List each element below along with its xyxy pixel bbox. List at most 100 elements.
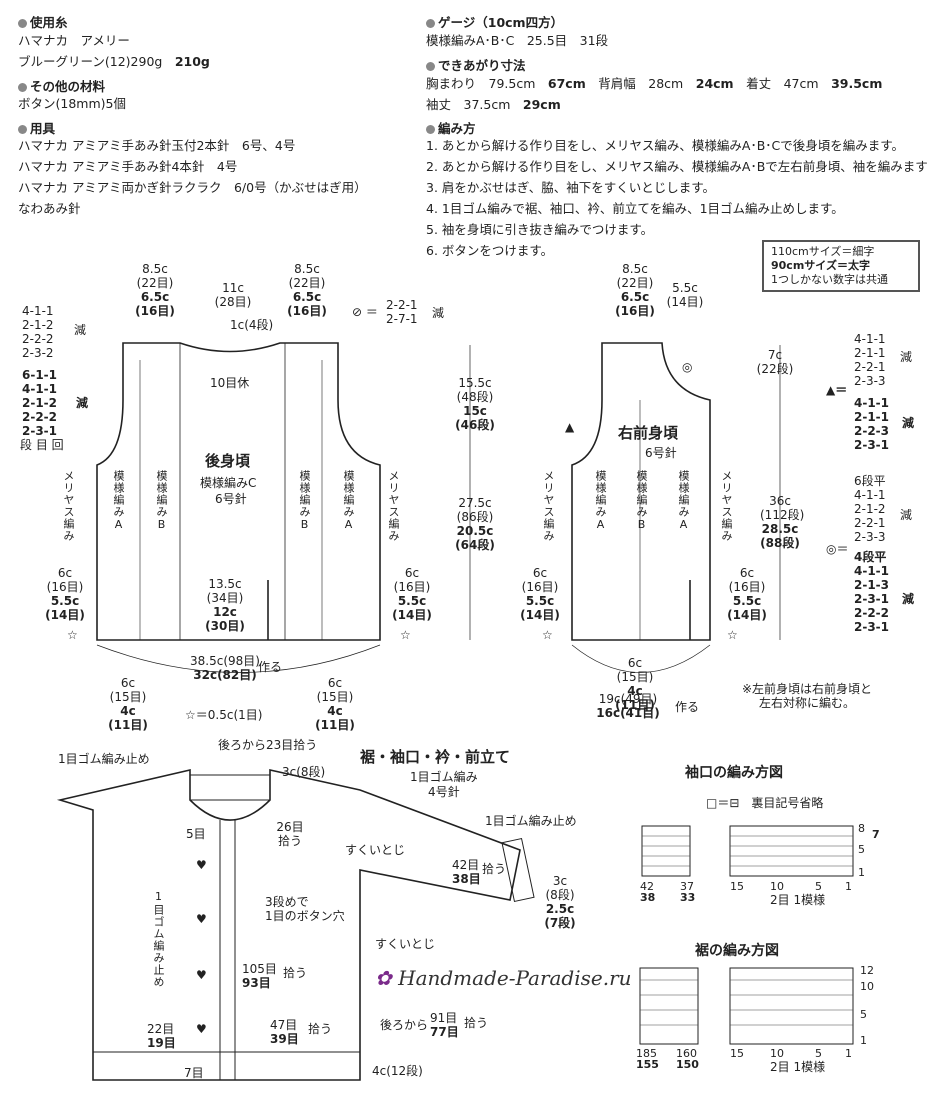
tools-line2: ハマナカ アミアミ手あみ針4本針 4号: [18, 159, 238, 174]
finish-pick105-pick: 拾う: [283, 966, 308, 980]
finish-collar-height: 3c(8段): [282, 765, 326, 779]
size-line2: 袖丈 37.5cm 29cm: [426, 97, 561, 112]
finish-five: 5目: [186, 827, 206, 841]
bullet-icon: [426, 19, 435, 28]
cuff-row-7: 7: [872, 828, 880, 841]
yarn-line1: ハマナカ アメリー: [18, 33, 130, 48]
step-4: 4. 1目ゴム編みで裾、袖口、衿、前立てを編み、1目ゴム編み止めします。: [426, 201, 844, 216]
yarn-heading: 使用糸: [18, 12, 68, 31]
front-side-left: 6c(16目)5.5c(14目): [520, 566, 560, 622]
back-neck-depth: 1c(4段): [230, 318, 274, 332]
hem-row-1: 1: [860, 1034, 867, 1047]
finish-sub1: 1目ゴム編み: [410, 770, 478, 784]
back-arm-dec-label-bold: 減: [76, 396, 89, 410]
heart-icon: ♥: [196, 858, 207, 872]
bullet-icon: [18, 19, 27, 28]
front-star-right: ☆: [727, 628, 738, 642]
back-upper-height: 15.5c(48段)15c(46段): [455, 376, 495, 432]
other-line1: ボタン(18mm)5個: [18, 96, 126, 111]
back-pattern: 模様編みC: [200, 476, 257, 490]
heart-icon: ♥: [196, 968, 207, 982]
back-bottom-width: 38.5c(98目)32c(82目): [190, 654, 260, 682]
cuff-col-33: 33: [680, 891, 696, 904]
back-patA-right: 模様編みA: [342, 470, 355, 532]
hem-col-10: 10: [770, 1047, 784, 1060]
back-stockinette-right: メリヤス編み: [387, 470, 400, 542]
front-circ-thin-dec: 減: [900, 508, 913, 522]
hem-chart-title: 裾の編み方図: [695, 943, 779, 959]
front-bottom-corner: 6c(15目)4c(11目): [615, 656, 655, 712]
front-side-right: 6c(16目)5.5c(14目): [727, 566, 767, 622]
chart-gridlines: [640, 835, 853, 1026]
front-needle: 6号針: [645, 446, 677, 460]
bullet-icon: [18, 83, 27, 92]
finish-cuff-bind: 1目ゴム編み止め: [485, 814, 577, 828]
back-needle: 6号針: [215, 492, 247, 506]
back-lower-height: 27.5c(86段)20.5c(64段): [455, 496, 495, 552]
back-corner-left: 6c(15目)4c(11目): [108, 676, 148, 732]
hem-col-5: 5: [815, 1047, 822, 1060]
size-heading: できあがり寸法: [426, 55, 526, 74]
heart-icon: ♥: [196, 912, 207, 926]
other-heading: その他の材料: [18, 76, 105, 95]
bullet-icon: [18, 125, 27, 134]
cuff-col-42: 42: [640, 880, 654, 893]
cuff-chart-title: 袖口の編み方図: [685, 765, 783, 781]
site-watermark: ✿ Handmade-Paradise.ru: [375, 966, 632, 990]
step-6: 6. ボタンをつけます。: [426, 243, 554, 258]
finish-pick26: 26目拾う: [276, 820, 304, 848]
back-neck-width: 11c(28目): [214, 281, 252, 309]
finish-sub2: 4号針: [428, 785, 460, 799]
back-stockinette-left: メリヤス編み: [62, 470, 75, 542]
cuff-repeat: 2目 1模様: [770, 893, 826, 907]
front-circ-label: ◎＝: [826, 542, 849, 556]
front-note: ※左前身頃は右前身頃と左右対称に編む。: [742, 682, 873, 710]
hem-col-15: 15: [730, 1047, 744, 1060]
back-star-right: ☆: [400, 628, 411, 642]
cuff-row-5: 5: [858, 843, 865, 856]
back-arm-dec-label: 減: [74, 323, 87, 337]
finish-sukui-1: すくいとじ: [345, 843, 406, 857]
back-outline: [96, 342, 381, 641]
front-make: 作る: [675, 700, 700, 714]
gauge-heading: ゲージ（10cm四方）: [426, 12, 563, 31]
tools-line1: ハマナカ アミアミ手あみ針玉付2本針 6号、4号: [18, 138, 296, 153]
back-neck-dec-symbol: ⊘ ＝: [352, 305, 378, 319]
finish-seven: 7目: [184, 1066, 204, 1080]
hem-col-150: 150: [676, 1058, 699, 1071]
hem-row-12: 12: [860, 964, 874, 977]
front-outline: [571, 342, 711, 641]
step-1: 1. あとから解ける作り目をし、メリヤス編み、模様編みA･B･Cで後身頃を編みま…: [426, 138, 905, 153]
front-tri-label: ▲＝: [826, 383, 848, 397]
back-side-right: 6c(16目)5.5c(14目): [392, 566, 432, 622]
finish-bind-off: 1目ゴム編み止め: [58, 752, 150, 766]
finish-sukui-2: すくいとじ: [375, 937, 436, 951]
front-total-height: 36c(112段)28.5c(88段): [760, 494, 805, 550]
back-star-note: ☆＝0.5c(1目): [185, 708, 263, 722]
cuff-col-5: 5: [815, 880, 822, 893]
method-heading: 編み方: [426, 118, 476, 137]
heart-icon: ♥: [196, 1022, 207, 1036]
hem-row-10: 10: [860, 980, 874, 993]
cuff-row-1: 1: [858, 866, 865, 879]
back-title: 後身頃: [205, 452, 251, 470]
back-side-left: 6c(16目)5.5c(14目): [45, 566, 85, 622]
front-neck-width: 5.5c(14目): [666, 281, 704, 309]
finish-band-vertical: 1目ゴム編み止め: [152, 890, 165, 988]
front-stockinette-right: メリヤス編み: [720, 470, 733, 542]
finish-hem-height: 4c(12段): [372, 1064, 423, 1078]
front-circle-marker: ◎: [682, 360, 693, 374]
tools-line4: なわあみ針: [18, 201, 81, 216]
back-shoulder-right: 8.5c(22目)6.5c(16目): [287, 262, 327, 318]
cardigan-outline: [56, 768, 521, 1081]
